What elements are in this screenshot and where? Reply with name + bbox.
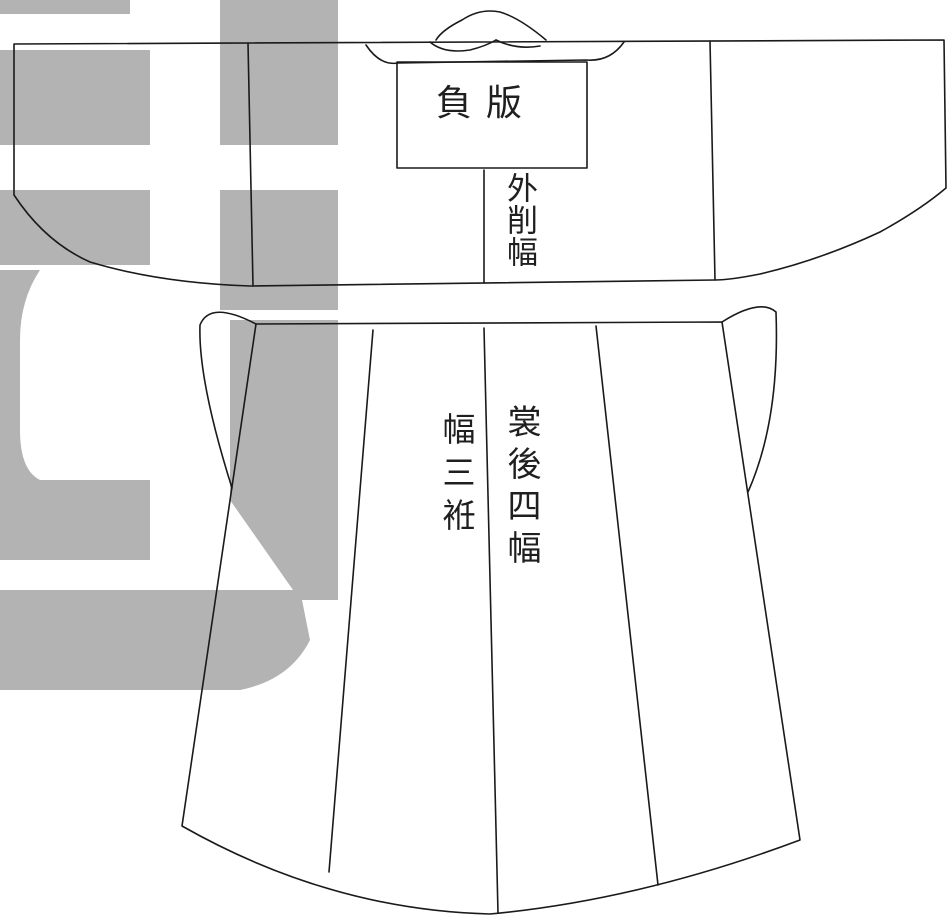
- right-sleeve-seam: [709, 40, 716, 281]
- skirt-outline: [181, 321, 801, 915]
- right-side-flap: [721, 306, 778, 493]
- watermark-block: [0, 270, 40, 480]
- watermark-block: [0, 190, 150, 265]
- watermark-block: [230, 320, 338, 600]
- collar-band: [365, 41, 625, 65]
- watermark-mark: [0, 0, 338, 690]
- watermark-block: [220, 0, 338, 145]
- collar-crown: [435, 10, 547, 41]
- watermark-block: [220, 190, 338, 310]
- robe-outline: [13, 39, 947, 287]
- watermark-block: [0, 0, 130, 14]
- skirt-pleat-line-2: [483, 327, 499, 914]
- collar-fold-left: [429, 39, 497, 52]
- watermark-block: [0, 590, 310, 690]
- lower-garment: [181, 306, 801, 915]
- upper-garment: [13, 10, 947, 287]
- collar-fold-right: [495, 39, 541, 48]
- fuban-panel: [396, 61, 588, 169]
- skirt-pleat-line-1: [328, 329, 374, 873]
- fusanren-label: 幅三袵: [437, 412, 476, 541]
- skirt-pleat-line-3: [595, 325, 659, 886]
- shanghousifu-label: 裳後四幅: [501, 404, 541, 572]
- waixuefu-label: 外削幅: [501, 172, 537, 268]
- watermark-block: [0, 50, 150, 145]
- left-side-flap: [199, 311, 257, 489]
- watermark-block: [0, 480, 150, 560]
- fuban-label: 負版: [436, 83, 537, 124]
- left-sleeve-seam: [247, 42, 254, 287]
